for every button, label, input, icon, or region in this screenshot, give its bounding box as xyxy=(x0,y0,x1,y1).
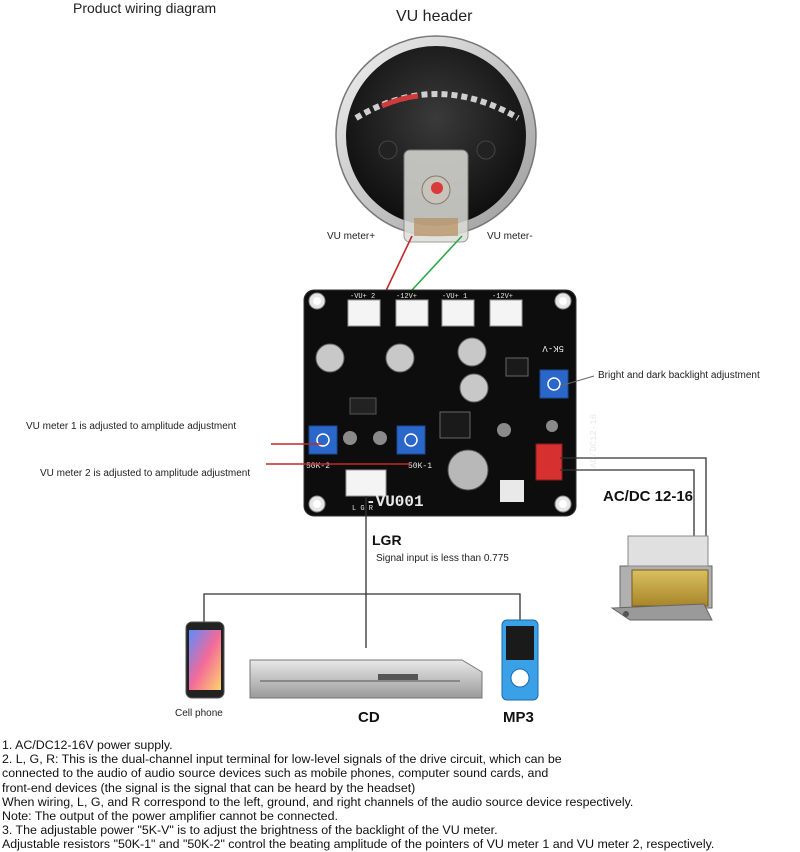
board-name: -VU001 xyxy=(366,493,424,511)
vu-minus-label: VU meter- xyxy=(487,231,533,242)
vu-meter xyxy=(335,35,537,243)
connector-label-4: -12V+ xyxy=(492,293,513,301)
note-line: 2. L, G, R: This is the dual-channel inp… xyxy=(2,752,562,767)
backlight-leader xyxy=(559,375,595,387)
note-line: When wiring, L, G, and R correspond to t… xyxy=(2,794,634,809)
note-line: 3. The adjustable power "5K-V" is to adj… xyxy=(2,823,498,838)
mp3-label: MP3 xyxy=(503,709,534,726)
vu2-note: VU meter 2 is adjusted to amplitude adju… xyxy=(40,468,251,479)
notes-block: 1. AC/DC12-16V power supply. 2. L, G, R:… xyxy=(2,738,798,852)
signal-wire-split xyxy=(203,593,521,622)
cd-player-device xyxy=(249,659,483,699)
connector-label-3: -VU+ 1 xyxy=(442,293,467,301)
pot-50k2-label: 50K-2 xyxy=(306,462,330,471)
vu-plus-label: VU meter+ xyxy=(327,231,376,242)
lgr-label: LGR xyxy=(372,532,402,548)
power-terminal-label: AC/DC12-16 xyxy=(589,414,599,468)
wiring-diagram-graphic: -VU001 5K-V 50K-1 50K-2 L G R AC/DC12-16… xyxy=(185,35,713,701)
transformer xyxy=(610,535,713,621)
mp3-player-device xyxy=(501,619,539,701)
vu1-note: VU meter 1 is adjusted to amplitude adju… xyxy=(26,421,237,432)
note-line: connected to the audio of audio source d… xyxy=(2,766,549,781)
cell-phone-device xyxy=(185,621,225,699)
power-label: AC/DC 12-16 xyxy=(603,488,694,505)
note-line: Adjustable resistors "50K-1" and "50K-2"… xyxy=(2,837,715,852)
note-line: 1. AC/DC12-16V power supply. xyxy=(2,738,173,752)
signal-note: Signal input is less than 0.775 xyxy=(376,553,509,564)
vu-header-label: VU header xyxy=(396,8,473,25)
note-line: Note: The output of the power amplifier … xyxy=(2,809,338,824)
input-pins-label: L G R xyxy=(352,505,374,513)
note-line: front-end devices (the signal is the sig… xyxy=(2,780,416,795)
connector-label-2: -12V+ xyxy=(396,293,417,301)
pot-50k1-label: 50K-1 xyxy=(408,462,432,471)
vu001-board: -VU001 5K-V 50K-1 50K-2 L G R AC/DC12-16… xyxy=(303,289,599,517)
pot-5kv-label: 5K-V xyxy=(542,343,564,353)
cell-phone-label: Cell phone xyxy=(175,708,223,719)
cd-label: CD xyxy=(358,709,380,726)
backlight-note: Bright and dark backlight adjustment xyxy=(598,370,760,381)
connector-label-1: -VU+ 2 xyxy=(350,293,375,301)
diagram-title: Product wiring diagram xyxy=(73,0,217,16)
